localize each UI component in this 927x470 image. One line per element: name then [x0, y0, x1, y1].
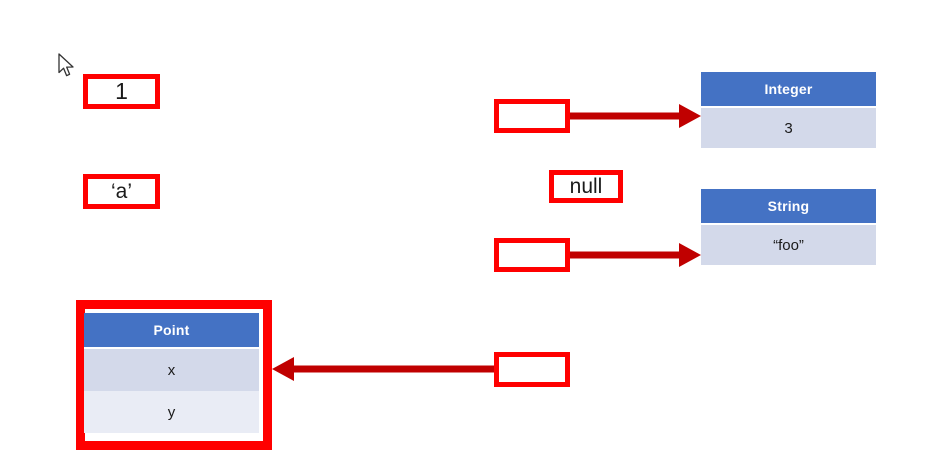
object-table-point-row: x	[84, 349, 259, 391]
reference-value-box-string[interactable]	[494, 238, 570, 272]
primitive-value-box-int-label: 1	[115, 78, 128, 104]
primitive-value-box-char[interactable]: ‘a’	[83, 174, 160, 209]
arrow-to-point-object	[272, 357, 494, 381]
primitive-value-box-char-label: ‘a’	[110, 179, 132, 203]
mouse-cursor	[58, 53, 74, 77]
object-table-point-header: Point	[84, 313, 259, 349]
arrow-to-point-object-head	[272, 357, 294, 381]
arrow-to-string-object-head	[679, 243, 701, 267]
reference-value-box-integer[interactable]	[494, 99, 570, 133]
arrow-to-string-object	[570, 243, 701, 267]
primitive-value-box-int[interactable]: 1	[83, 74, 160, 109]
arrow-to-integer-object	[570, 104, 701, 128]
reference-value-box-null-label: null	[569, 174, 603, 198]
object-table-integer-header: Integer	[701, 72, 876, 108]
object-table-string[interactable]: String“foo”	[701, 189, 876, 265]
reference-value-box-point[interactable]	[494, 352, 570, 387]
object-table-point-row: y	[84, 391, 259, 433]
object-table-integer-row: 3	[701, 108, 876, 148]
cursor-arrow-glyph	[58, 53, 74, 77]
object-table-string-row: “foo”	[701, 225, 876, 265]
reference-value-box-null[interactable]: null	[549, 170, 623, 203]
object-table-string-header: String	[701, 189, 876, 225]
arrow-to-integer-object-head	[679, 104, 701, 128]
